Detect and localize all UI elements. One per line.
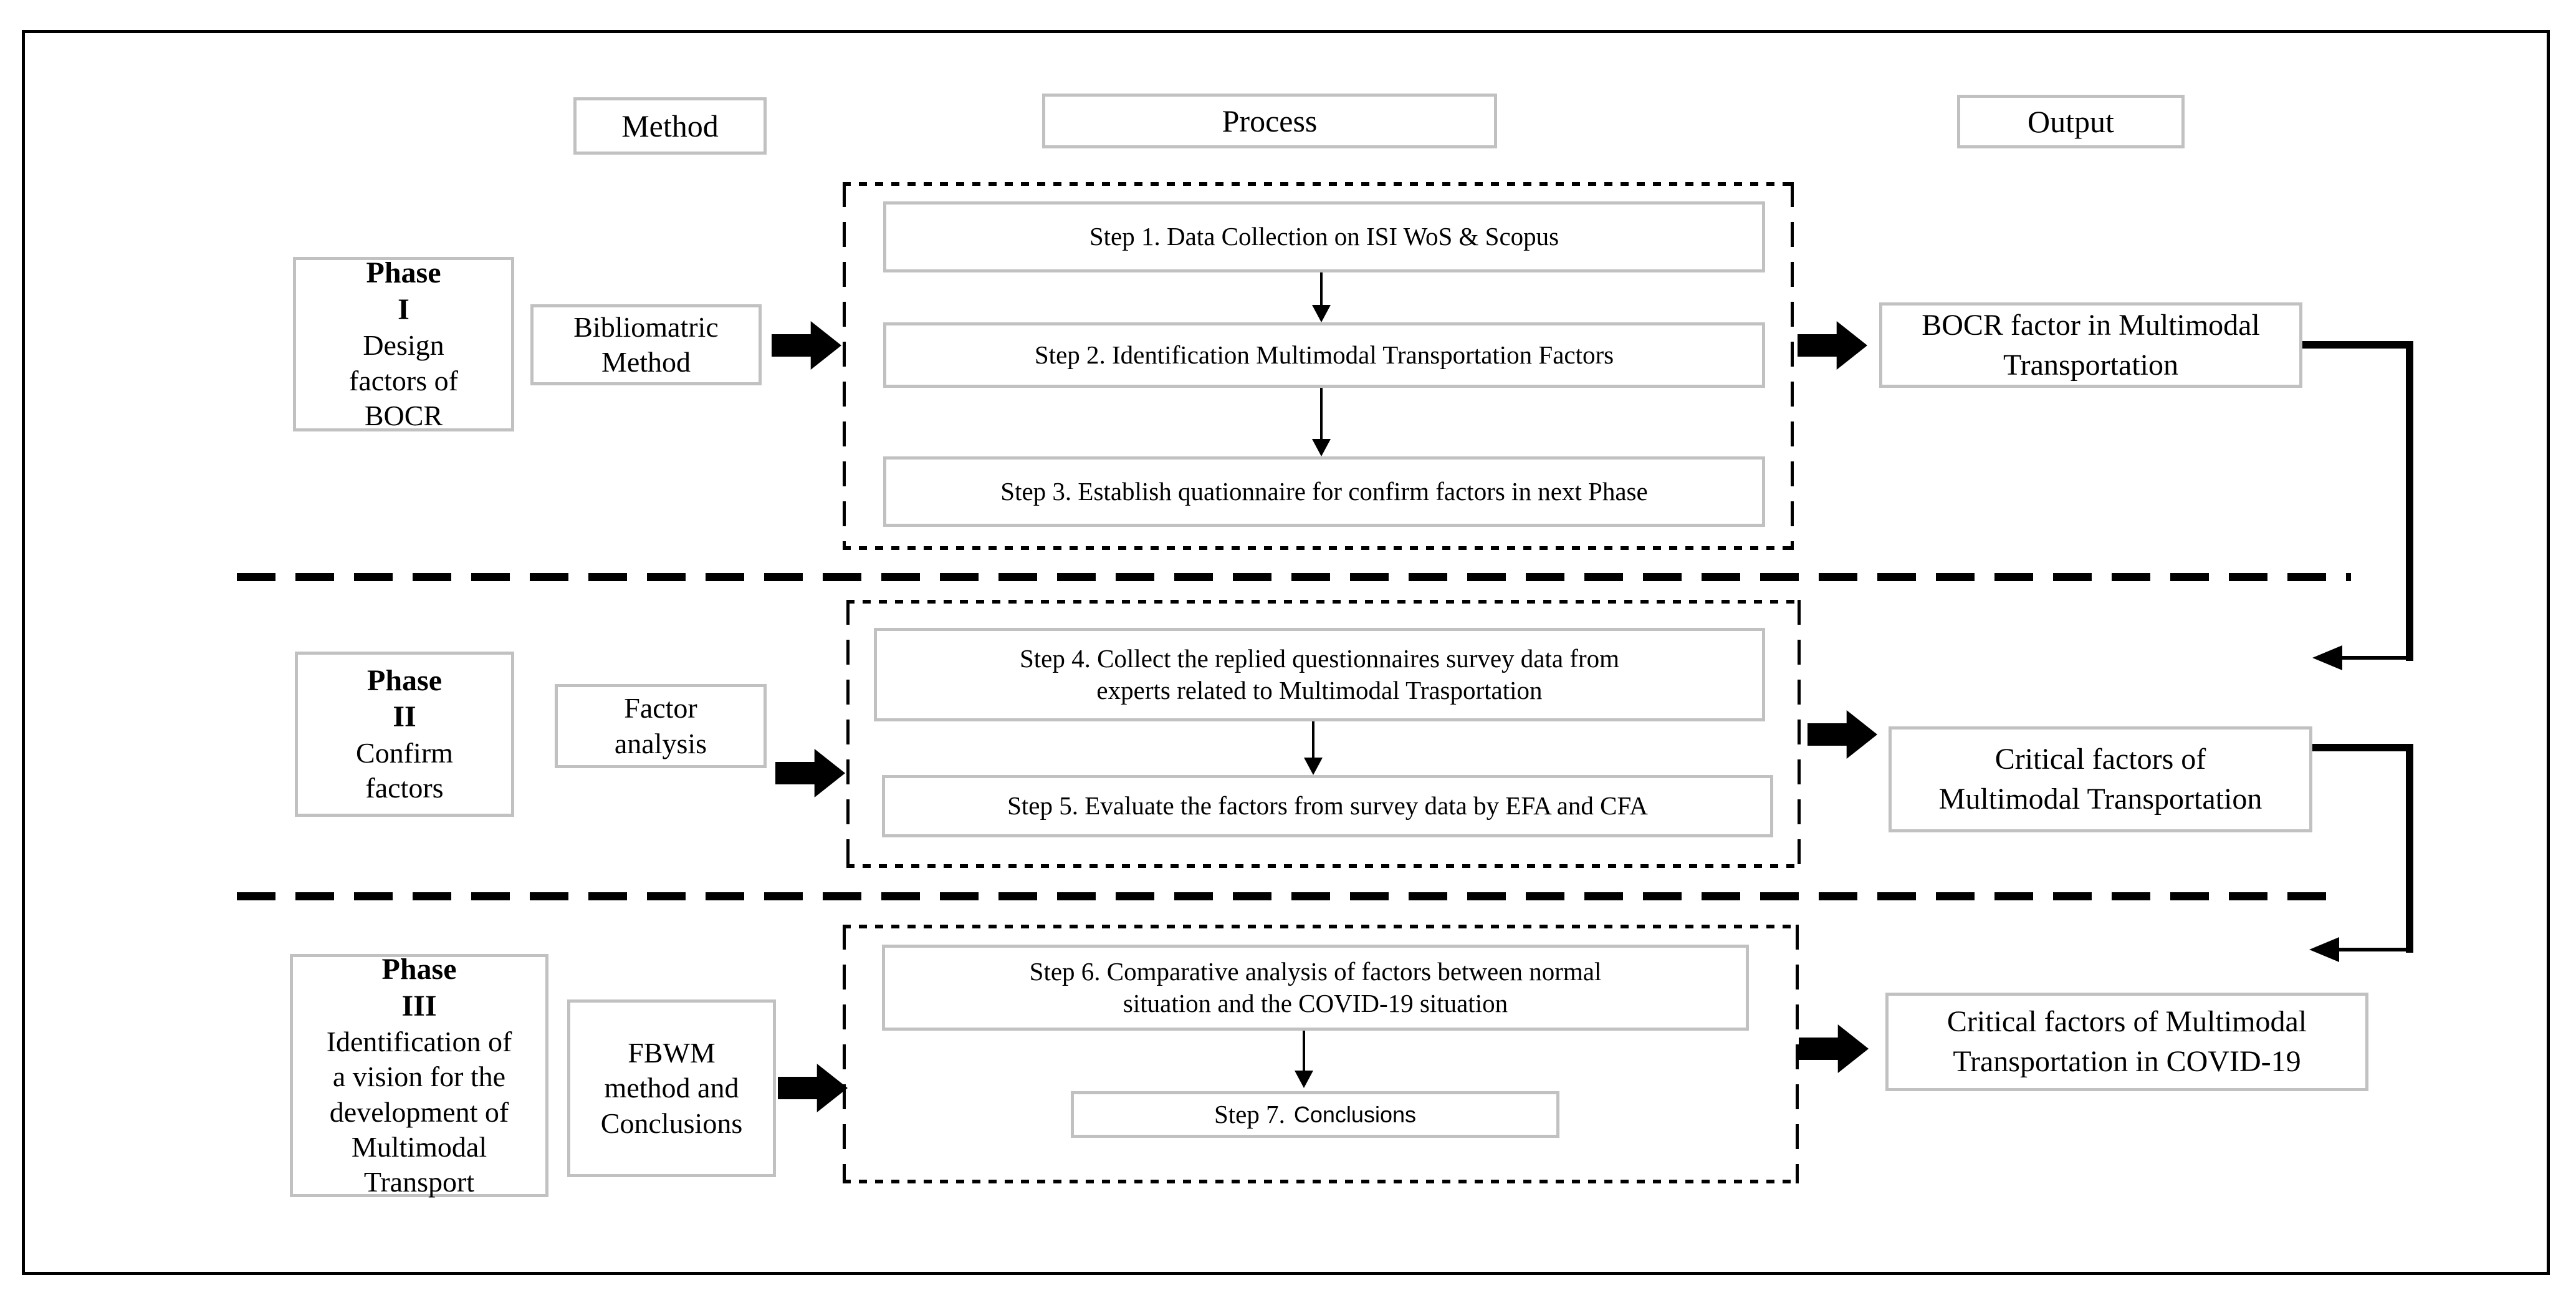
phase3-method-box: FBWM method and Conclusions bbox=[567, 999, 776, 1177]
step7-prefix: Step 7. bbox=[1214, 1099, 1285, 1129]
phase1-numeral: I bbox=[398, 292, 409, 326]
phase1-output-box: BOCR factor in Multimodal Transportation bbox=[1879, 302, 2302, 388]
step4-step5-arrowhead-icon bbox=[1304, 758, 1323, 775]
connector1-bottom-segment bbox=[2340, 656, 2410, 660]
phase1-method-box: Bibliomatric Method bbox=[530, 304, 762, 385]
phase2-numeral: II bbox=[393, 700, 416, 734]
step7-label: Conclusions bbox=[1293, 1102, 1416, 1127]
step1-step2-arrowhead-icon bbox=[1312, 305, 1331, 322]
column-header-process: Process bbox=[1042, 94, 1497, 148]
phase2-method-box: Factor analysis bbox=[555, 684, 767, 768]
phase3-label-box: Phase III Identification of a vision for… bbox=[290, 953, 548, 1198]
phase3-numeral: III bbox=[401, 989, 437, 1023]
step4-step5-arrow-icon bbox=[1312, 721, 1314, 758]
step1-box: Step 1. Data Collection on ISI WoS & Sco… bbox=[883, 201, 1765, 272]
phase-divider-1 bbox=[237, 573, 2351, 581]
column-header-output: Output bbox=[1957, 95, 2185, 148]
step5-box: Step 5. Evaluate the factors from survey… bbox=[882, 775, 1773, 837]
connector2-down-segment bbox=[2406, 744, 2413, 953]
phase1-process-container bbox=[843, 182, 1794, 550]
step1-step2-arrow-icon bbox=[1320, 272, 1323, 305]
phase2-output-box: Critical factors of Multimodal Transport… bbox=[1889, 726, 2312, 832]
phase3-title: Phase bbox=[381, 953, 457, 986]
phase3-caption: Identification of a vision for the devel… bbox=[326, 1026, 512, 1198]
connector2-arrowhead-icon bbox=[2309, 937, 2339, 962]
phase3-output-box: Critical factors of Multimodal Transport… bbox=[1885, 993, 2368, 1091]
connector1-arrowhead-icon bbox=[2312, 645, 2342, 670]
step4-box: Step 4. Collect the replied questionnair… bbox=[874, 628, 1765, 721]
step3-box: Step 3. Establish quationnaire for confi… bbox=[883, 456, 1765, 527]
phase3-process-container bbox=[843, 925, 1799, 1183]
step2-box: Step 2. Identification Multimodal Transp… bbox=[883, 322, 1765, 388]
phase2-caption: Confirm factors bbox=[356, 736, 453, 804]
connector1-down-segment bbox=[2406, 341, 2413, 661]
phase1-title: Phase bbox=[366, 256, 441, 290]
phase1-label-box: Phase I Design factors of BOCR bbox=[293, 256, 514, 431]
column-header-method: Method bbox=[573, 97, 767, 155]
phase1-caption: Design factors of BOCR bbox=[349, 329, 458, 431]
phase2-process-container bbox=[846, 600, 1801, 868]
step6-step7-arrowhead-icon bbox=[1295, 1071, 1313, 1088]
phase-divider-2 bbox=[237, 892, 2344, 900]
phase2-label-box: Phase II Confirm factors bbox=[295, 652, 514, 817]
step6-box: Step 6. Comparative analysis of factors … bbox=[882, 945, 1749, 1031]
step2-step3-arrow-icon bbox=[1320, 388, 1323, 439]
step7-box: Step 7. Conclusions bbox=[1071, 1091, 1559, 1138]
step6-step7-arrow-icon bbox=[1303, 1031, 1305, 1071]
connector1-top-segment bbox=[2302, 341, 2413, 349]
phase2-title: Phase bbox=[367, 663, 442, 697]
connector2-top-segment bbox=[2312, 744, 2413, 751]
connector2-bottom-segment bbox=[2337, 948, 2410, 951]
step2-step3-arrowhead-icon bbox=[1312, 439, 1331, 456]
